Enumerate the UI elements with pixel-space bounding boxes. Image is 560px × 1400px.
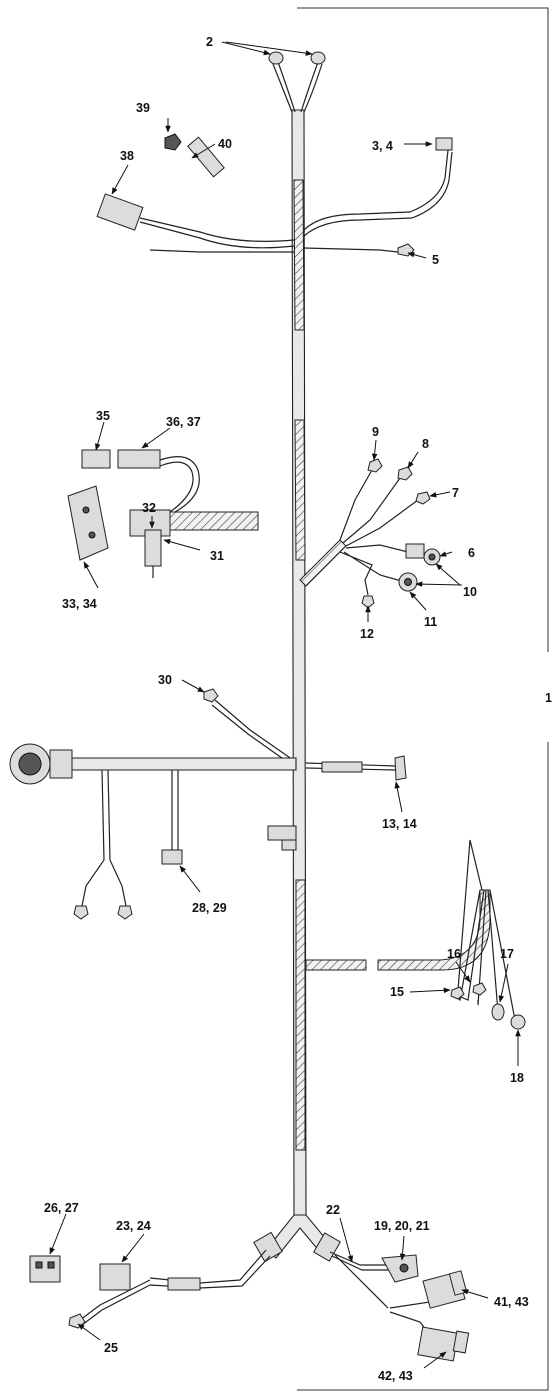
callout-26-27: 26, 27 <box>44 1201 79 1215</box>
callout-12: 12 <box>360 627 374 641</box>
callout-9: 9 <box>372 425 379 439</box>
callout-22: 22 <box>326 1203 340 1217</box>
callout-31: 31 <box>210 549 224 563</box>
callout-labels: 1 2 3, 4 5 6 7 8 9 10 11 12 13, 14 15 16… <box>44 35 552 1383</box>
callout-33-34: 33, 34 <box>62 597 97 611</box>
callout-25: 25 <box>104 1341 118 1355</box>
callout-30: 30 <box>158 673 172 687</box>
callout-40: 40 <box>218 137 232 151</box>
callout-39: 39 <box>136 101 150 115</box>
callout-15: 15 <box>390 985 404 999</box>
callout-23-24: 23, 24 <box>116 1219 151 1233</box>
mid-right-branches <box>299 458 441 609</box>
callout-11: 11 <box>424 615 437 629</box>
callout-32: 32 <box>142 501 156 515</box>
left-main-branch <box>9 743 297 920</box>
callout-5: 5 <box>432 253 439 267</box>
lower-right-harness <box>305 839 526 1030</box>
trunk-clip <box>267 825 297 851</box>
callout-8: 8 <box>422 437 429 451</box>
upper-branches <box>96 133 453 257</box>
bottom-split <box>29 1214 470 1362</box>
callout-28-29: 28, 29 <box>192 901 227 915</box>
callout-41-43: 41, 43 <box>494 1295 529 1309</box>
switch-assembly <box>67 449 259 578</box>
callout-1: 1 <box>545 691 552 705</box>
main-trunk <box>291 109 307 1216</box>
branch-30 <box>203 688 297 769</box>
leader-lines <box>49 41 521 1369</box>
callout-35: 35 <box>96 409 110 423</box>
assembly-bracket <box>297 7 549 1391</box>
callout-6: 6 <box>468 546 475 560</box>
callout-3-4: 3, 4 <box>372 139 393 153</box>
callout-16: 16 <box>447 947 461 961</box>
callout-7: 7 <box>452 486 459 500</box>
callout-2: 2 <box>206 35 213 49</box>
callout-13-14: 13, 14 <box>382 817 417 831</box>
callout-10: 10 <box>463 585 477 599</box>
top-y-branch <box>268 51 326 113</box>
callout-38: 38 <box>120 149 134 163</box>
callout-36-37: 36, 37 <box>166 415 201 429</box>
callout-42-43: 42, 43 <box>378 1369 413 1383</box>
callout-19-20-21: 19, 20, 21 <box>374 1219 430 1233</box>
callout-17: 17 <box>500 947 514 961</box>
branch-13-14 <box>305 755 407 781</box>
callout-18: 18 <box>510 1071 524 1085</box>
